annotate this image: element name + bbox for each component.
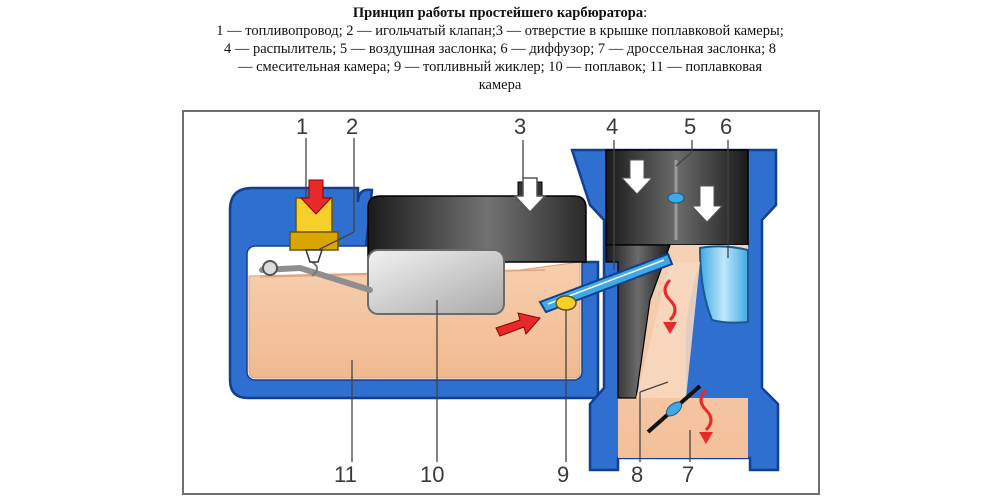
callout-11: 11 xyxy=(334,462,357,487)
caption-title-line: Принцип работы простейшего карбюратора: xyxy=(165,4,835,22)
lever-pivot xyxy=(262,260,278,276)
callout-9: 9 xyxy=(557,462,569,487)
caption-line-4: камера xyxy=(478,77,522,93)
needle-valve xyxy=(304,249,324,263)
mixture-arrow-lower xyxy=(699,388,713,432)
carburetor-diagram: 1 2 3 4 5 6 11 10 9 8 7 xyxy=(182,110,820,495)
caption-title-suffix: : xyxy=(643,5,648,21)
vent-air-arrow xyxy=(513,177,547,214)
callout-1: 1 xyxy=(296,114,308,139)
jet-flow-arrow xyxy=(495,312,541,337)
choke-shaft xyxy=(667,192,685,204)
carburetor-svg: 1 2 3 4 5 6 11 10 9 8 7 xyxy=(228,114,780,487)
mixture-arrow-upper xyxy=(663,278,677,322)
air-arrow-left xyxy=(620,159,654,195)
fuel-inlet-arrow xyxy=(299,179,333,215)
caption-line-2: 4 — распылитель; 5 — воздушная заслонка;… xyxy=(224,41,776,57)
caption-title: Принцип работы простейшего карбюратора xyxy=(352,5,644,21)
caption-line-1: 1 — топливопровод; 2 — игольчатый клапан… xyxy=(216,23,784,39)
caption-line-3: — смесительная камера; 9 — топливный жик… xyxy=(237,59,763,75)
fuel-inlet-nut xyxy=(289,231,339,251)
mixture-arrow-lower-head xyxy=(699,432,713,444)
cover-vent-tower xyxy=(367,195,587,263)
callout-3: 3 xyxy=(514,114,526,139)
air-arrow-right xyxy=(690,185,724,223)
diffuser xyxy=(698,245,749,324)
callout-8: 8 xyxy=(631,462,643,487)
needle-link xyxy=(311,261,318,277)
callout-2: 2 xyxy=(346,114,358,139)
float xyxy=(367,249,505,315)
leader-lines xyxy=(305,138,729,462)
callout-5: 5 xyxy=(684,114,696,139)
throttle-shaft xyxy=(665,401,683,417)
mixture-arrow-upper-head xyxy=(663,322,677,334)
callout-4: 4 xyxy=(606,114,618,139)
callout-10: 10 xyxy=(420,462,444,487)
caption: Принцип работы простейшего карбюратора: … xyxy=(165,4,835,94)
callout-6: 6 xyxy=(720,114,732,139)
callout-7: 7 xyxy=(682,462,694,487)
fuel-jet xyxy=(555,295,577,311)
